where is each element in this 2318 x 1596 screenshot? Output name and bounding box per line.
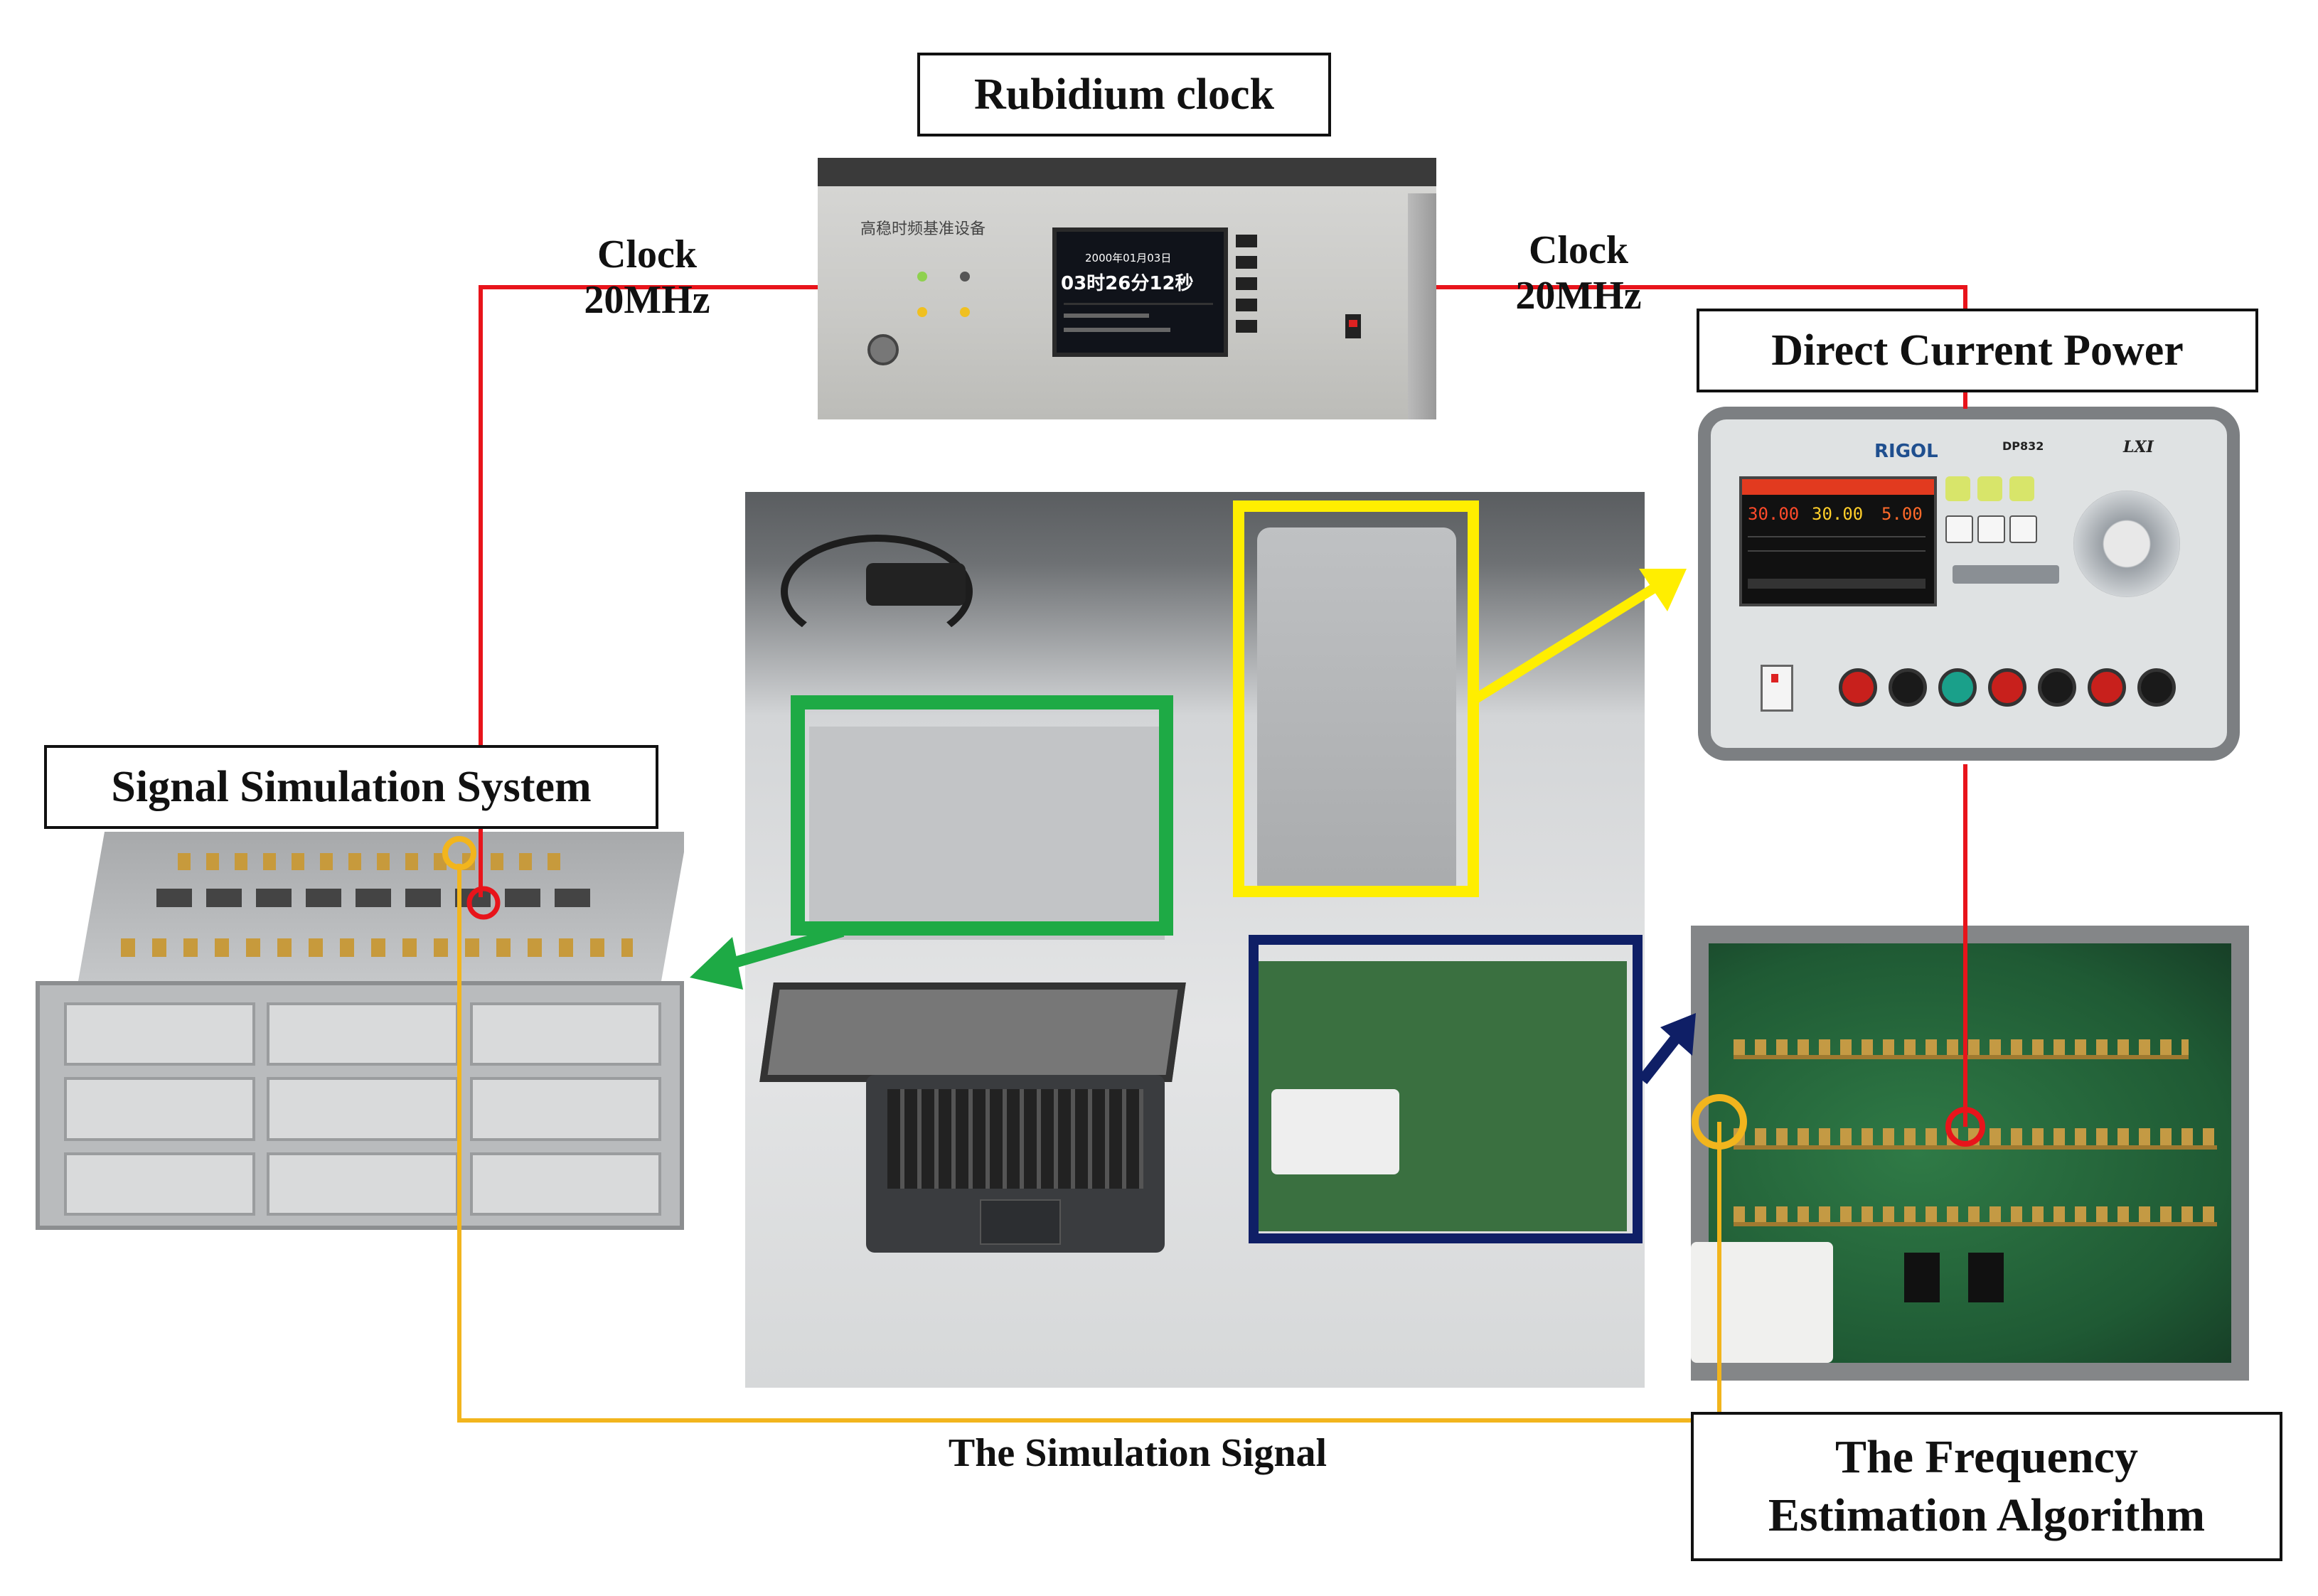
freq-right-text: 20MHz [1515,274,1642,318]
signal-sim-label: Signal Simulation System [44,745,658,829]
rigol-model: DP832 [2002,439,2044,453]
rubidium-clock-label: Rubidium clock [917,53,1331,136]
rigol-voltage-1: 30.00 [1748,504,1800,524]
pcb-module [1691,1242,1833,1363]
rubidium-time-text: 03时26分12秒 [1061,273,1194,294]
clock-port-marker-pcb [1945,1107,1985,1147]
signal-port-marker-sim [442,836,476,870]
navy-callout-box [1249,935,1643,1243]
green-callout-box [791,695,1173,936]
simulation-signal-label: The Simulation Signal [948,1431,1328,1475]
rubidium-clock-photo: 高稳时频基准设备 2000年01月03日 03时26分12秒 [818,158,1436,419]
sim-connectors-row-3 [121,938,633,957]
signal-wire [457,864,1721,1423]
rigol-voltage-3: 5.00 [1881,504,1923,524]
sim-connectors-row-1 [178,853,576,870]
rubidium-date-text: 2000年01月03日 [1085,252,1172,264]
rubidium-buttons [1236,235,1257,341]
sim-connectors-row-2 [156,889,597,907]
clock-wire-left [479,285,818,897]
freq-left-text: 20MHz [584,278,710,323]
rubidium-connector [867,334,899,365]
clock-left-text: Clock [597,232,697,277]
clock-port-marker-sim [466,886,501,920]
rigol-lxi: LXI [2123,438,2154,456]
rigol-display: 30.00 30.00 5.00 [1739,476,1937,606]
pcb-connector-row-3 [1734,1206,2217,1226]
pcb-photo [1691,926,2249,1381]
dc-power-photo: RIGOL DP832 LXI 30.00 30.00 5.00 [1698,407,2240,761]
clock-freq-left: Clock 20MHz [548,232,747,323]
sim-front-grid [64,1002,661,1216]
yellow-arrow [1470,569,1687,705]
freq-est-line-1: The Frequency [1835,1430,2138,1483]
dc-power-label: Direct Current Power [1697,309,2258,392]
rigol-knob [2073,491,2180,597]
freq-est-label: The Frequency Estimation Algorithm [1691,1412,2282,1561]
green-arrow [690,926,845,990]
rigol-power-switch [1761,665,1793,712]
rubidium-screen: 2000年01月03日 03时26分12秒 [1052,227,1228,357]
pcb-connector-row-1 [1734,1039,2189,1059]
clock-right-text: Clock [1529,228,1628,272]
laptop [759,982,1186,1253]
rigol-brand: RIGOL [1874,441,1938,462]
navy-arrow [1638,1013,1696,1084]
rubidium-switch [1345,314,1361,338]
rigol-voltage-2: 30.00 [1812,504,1864,524]
signal-port-marker-pcb [1692,1094,1747,1150]
signal-sim-photo [36,832,684,1230]
freq-est-line-2: Estimation Algorithm [1768,1489,2206,1541]
clock-freq-right: Clock 20MHz [1479,227,1678,319]
rubidium-panel-title: 高稳时频基准设备 [860,220,986,238]
rigol-keypad [1945,476,2066,601]
yellow-callout-box [1233,500,1479,897]
